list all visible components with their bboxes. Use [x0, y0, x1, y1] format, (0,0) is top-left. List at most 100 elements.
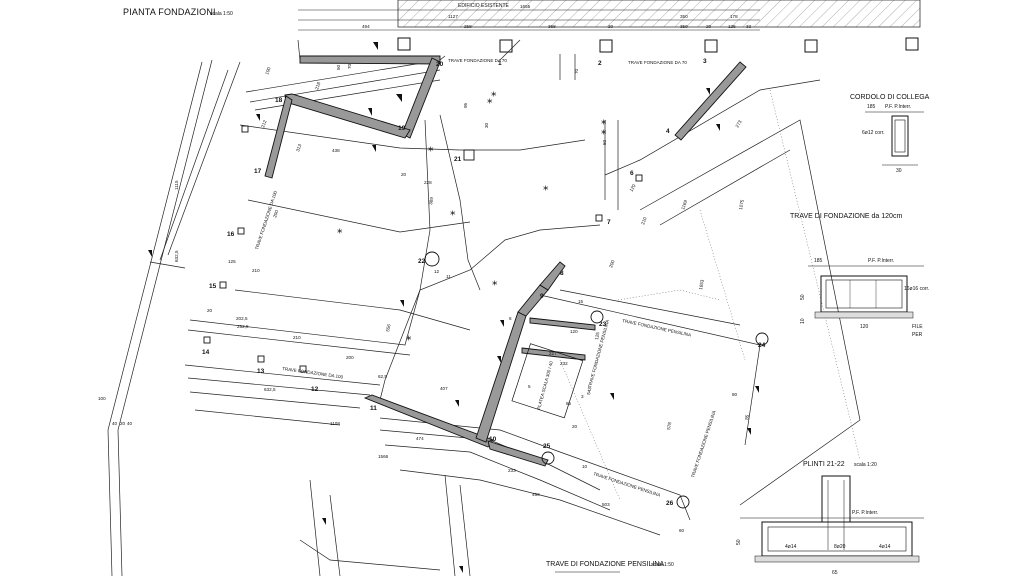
detail-cordolo-dim: 185	[867, 104, 876, 110]
dimension-label: 273	[735, 119, 743, 129]
dimension-label: 210	[640, 216, 647, 225]
element-number: 6	[630, 170, 634, 177]
detail-trave120-bars: 16ø16 corr.	[904, 286, 929, 292]
dimension-label: 202,5	[236, 316, 248, 321]
dimension-label: 313	[295, 143, 302, 152]
dimension-label: 233	[508, 468, 516, 473]
detail-plinti-bars-b: 8ø20	[834, 544, 846, 550]
dimension-label: 1127	[448, 14, 458, 19]
dashed-lines	[559, 89, 861, 501]
element-number: 18	[275, 97, 283, 104]
dimension-label: 1653	[698, 279, 705, 290]
dimension-label: 5	[528, 384, 531, 389]
element-number: 4	[666, 128, 670, 135]
element-number: 2	[598, 60, 602, 67]
dimension-label: 350	[680, 14, 688, 19]
detail-cordolo-width: 30	[896, 168, 902, 174]
element-number: 3	[703, 58, 707, 65]
dimension-label: 125	[594, 331, 600, 340]
element-number: 8	[560, 270, 564, 277]
asterisk-marker: ⁎	[428, 142, 434, 154]
dimension-label: 210	[293, 335, 301, 340]
stair-platform	[511, 343, 584, 419]
main-title: PIANTA FONDAZIONI scala 1:50	[123, 7, 233, 17]
beam-label: TRAVE FONDAZIONE DA 100	[254, 190, 278, 250]
detail-trave120-note-a: FILE	[912, 324, 923, 330]
asterisk-marker: ⁎	[601, 125, 607, 137]
dimension-label: 459	[532, 492, 540, 497]
detail-plinti-title: PLINTI 21-22	[803, 461, 845, 468]
element-number: 9	[540, 293, 544, 300]
dimension-label: 494	[362, 24, 370, 29]
dimension-label: 1169	[680, 199, 688, 210]
dimension-label: 503	[602, 502, 610, 507]
section-markers	[148, 42, 759, 573]
element-number: 15	[209, 283, 217, 290]
dimension-label: 212	[260, 119, 267, 128]
dimension-label: 20	[608, 24, 614, 29]
dimension-label: 85	[566, 401, 572, 406]
detail-cordolo-title: CORDOLO DI COLLEGA	[850, 94, 930, 101]
asterisk-marker: ⁎	[337, 224, 343, 236]
dimension-label: 20	[572, 424, 578, 429]
dimension-label: 1075	[738, 199, 745, 210]
beam-label: TRAVE FONDAZIONE DA 70	[448, 58, 507, 63]
dimension-label: 20	[120, 421, 126, 426]
dimension-label: 252,5	[237, 324, 249, 329]
pensilina-title: TRAVE DI FONDAZIONE PENSILINA scala 1:50	[546, 561, 674, 573]
dimension-label: 210	[252, 268, 260, 273]
dimension-label: 258	[464, 24, 472, 29]
asterisk-marker: ⁎	[487, 94, 493, 106]
dimension-label: 632,5	[264, 387, 276, 392]
element-number: 11	[370, 405, 377, 412]
detail-trave120-dim: 185	[814, 258, 823, 264]
beam-label: TRAVE FONDAZIONE PENSILINA	[622, 318, 692, 337]
dimension-label: 474	[416, 436, 424, 441]
detail-trave120-width: 120	[860, 324, 869, 330]
dimension-label: 1655	[520, 4, 531, 9]
existing-building-label: EDIFICIO ESISTENTE	[458, 3, 510, 9]
dimension-label: 228	[424, 180, 432, 185]
dimension-label: 178	[730, 14, 738, 19]
dimension-label: 438	[332, 148, 340, 153]
dimension-label: 6	[509, 316, 512, 321]
asterisk-marker: ⁎	[491, 87, 497, 99]
dimension-label: 50	[336, 64, 341, 70]
detail-trave120-title: TRAVE DI FONDAZIONE da 120cm	[790, 213, 902, 220]
beam-label: TRAVE FONDAZIONE DA 70	[628, 60, 687, 65]
dimension-label: 407	[440, 386, 448, 391]
dimension-label: 3	[581, 394, 584, 399]
element-number: 23	[599, 321, 607, 328]
detail-plinti: PLINTI 21-22 scala 1:20 P.F. P.Interr. 4…	[736, 461, 924, 576]
dimension-label: 632,5	[174, 250, 179, 262]
asterisk-markers: ⁎ ⁎ ⁎ ⁎ ⁎ ⁎ ⁎ ⁎ ⁎ ⁎	[337, 87, 607, 343]
dimension-label: 62,5	[378, 374, 387, 379]
dimension-label: 12	[434, 269, 440, 274]
detail-plinti-height: 50	[736, 539, 742, 545]
detail-trave120-note-b: PER	[912, 332, 923, 338]
foundation-beams	[264, 55, 747, 467]
dimension-label: 70	[574, 68, 579, 74]
pensilina-title-text: TRAVE DI FONDAZIONE PENSILINA	[546, 561, 664, 568]
element-number: 12	[311, 386, 319, 393]
element-number: 19	[398, 125, 406, 132]
dimension-label: 80	[732, 392, 738, 397]
element-number: 7	[607, 219, 611, 226]
dimension-label: 578	[666, 421, 672, 430]
dimension-label: 125	[228, 259, 236, 264]
dimension-label: 10	[582, 464, 588, 469]
dimension-label: 20	[401, 172, 407, 177]
element-number: 22	[418, 258, 426, 265]
detail-plinti-scale: scala 1:20	[854, 462, 877, 468]
dimension-label: 100	[98, 396, 106, 401]
element-number: 24	[758, 342, 766, 349]
detail-trave120: TRAVE DI FONDAZIONE da 120cm 185 P.F. P.…	[790, 213, 929, 338]
dimension-label: 40	[127, 421, 133, 426]
dimension-label: 227	[549, 351, 557, 356]
dimension-label: 40	[112, 421, 118, 426]
plan-outline	[107, 39, 861, 576]
dimension-label: 200	[272, 209, 279, 218]
main-title-scale: scala 1:50	[210, 11, 233, 17]
element-number: 26	[666, 500, 674, 507]
element-number: 16	[227, 231, 235, 238]
